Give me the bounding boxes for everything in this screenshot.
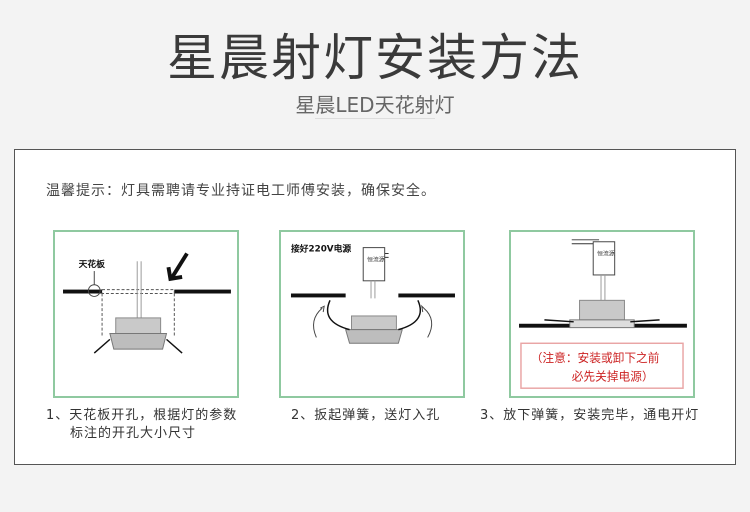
step-2-caption-line-1: 2、扳起弹簧，送灯入孔 (291, 408, 441, 423)
instruction-panel: 温馨提示：灯具需聘请专业持证电工师傅安装，确保安全。 天花板 (14, 149, 736, 465)
step-1-caption-line-2: 标注的开孔大小尺寸 (70, 426, 197, 441)
step-3-caption: 3、放下弹簧，安装完毕，通电开灯 (480, 407, 699, 425)
step-1-illustration: 天花板 (63, 252, 231, 354)
safety-notice: 温馨提示：灯具需聘请专业持证电工师傅安装，确保安全。 (46, 183, 436, 199)
warning-line-2: 必先关掉电源） (572, 369, 654, 383)
step-1-caption-line-1: 1、天花板开孔，根据灯的参数 (46, 408, 238, 423)
power-label: 接好220V电源 (291, 243, 351, 255)
ceiling-label: 天花板 (79, 258, 106, 270)
step-2-caption: 2、扳起弹簧，送灯入孔 (291, 407, 440, 425)
step-3-diagram: 恒流源 （注意：安装或卸下之前 必先关掉电源） (509, 230, 695, 398)
subtitle-divider (0, 118, 750, 120)
page-title: 星晨射灯安装方法 (167, 29, 583, 87)
driver-text: 恒流源 (367, 255, 385, 263)
page-subtitle: 星晨LED天花射灯 (295, 93, 455, 117)
step-2-illustration: 接好220V电源 恒流源 (290, 243, 455, 344)
warning-line-1: （注意：安装或卸下之前 (531, 351, 660, 365)
step-1-caption: 1、天花板开孔，根据灯的参数 标注的开孔大小尺寸 (46, 407, 237, 443)
driver-text-3: 恒流源 (597, 249, 615, 257)
step-1-diagram: 天花板 (53, 230, 239, 398)
step-3-illustration: 恒流源 （注意：安装或卸下之前 必先关掉电源） (519, 239, 687, 389)
step-2-diagram: 接好220V电源 恒流源 (279, 230, 465, 398)
step-3-caption-line-1: 3、放下弹簧，安装完毕，通电开灯 (480, 408, 700, 423)
